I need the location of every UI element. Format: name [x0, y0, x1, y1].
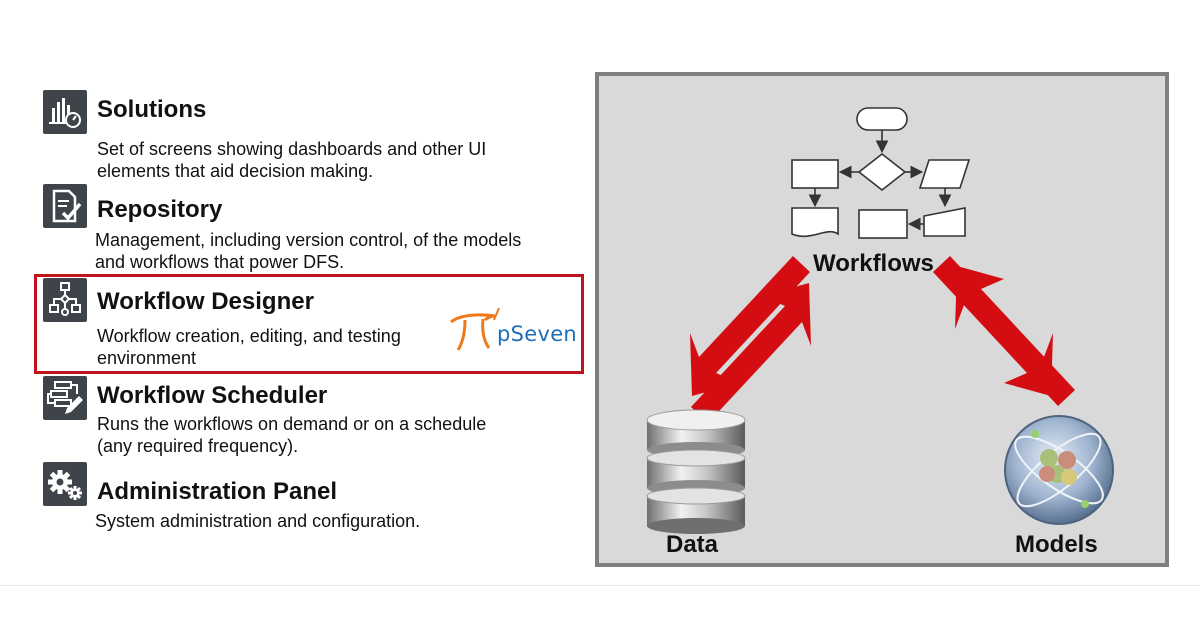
desc-line: and workflows that power DFS.: [95, 252, 345, 272]
diagram-graphics: [646, 107, 1114, 534]
desc-line: System administration and configuration.: [95, 511, 421, 531]
item-description: System administration and configuration.: [95, 510, 575, 532]
highlight-box: [34, 274, 584, 374]
desc-line: (any required frequency).: [97, 436, 299, 456]
workflows-label: Workflows: [813, 250, 934, 277]
desc-line: environment: [97, 348, 197, 368]
gears-icon: [43, 462, 87, 506]
item-description: Set of screens showing dashboards and ot…: [97, 138, 577, 182]
desc-line: Management, including version control, o…: [95, 230, 522, 250]
desc-line: elements that aid decision making.: [97, 161, 374, 181]
item-title: Administration Panel: [97, 478, 338, 505]
bottom-divider: [0, 585, 1200, 586]
schedule-edit-icon: [43, 376, 87, 420]
pseven-logo-text: pSeven: [497, 322, 578, 346]
chart-gauge-icon: [43, 90, 87, 134]
desc-line: Runs the workflows on demand or on a sch…: [97, 414, 487, 434]
desc-line: Set of screens showing dashboards and ot…: [97, 139, 487, 159]
item-title: Solutions: [97, 96, 207, 123]
item-description: Management, including version control, o…: [95, 229, 595, 273]
pi-symbol-icon: [450, 307, 500, 351]
double-arrow-left: [690, 256, 811, 423]
workflow-nodes-icon: [43, 278, 87, 322]
models-label: Models: [1015, 531, 1098, 558]
item-title: Repository: [97, 196, 223, 223]
item-description: Workflow creation, editing, and testing …: [97, 325, 577, 369]
atom-icon: [1004, 415, 1114, 525]
item-description: Runs the workflows on demand or on a sch…: [97, 413, 577, 457]
data-label: Data: [666, 531, 719, 558]
document-check-icon: [43, 184, 87, 228]
item-title: Workflow Designer: [97, 288, 314, 315]
pseven-logo: pSeven: [447, 307, 578, 354]
flowchart-icon: [791, 107, 971, 239]
item-title: Workflow Scheduler: [97, 382, 328, 409]
diagram-panel: Workflows Data Models: [595, 72, 1169, 567]
double-arrow-right: [933, 256, 1075, 406]
desc-line: Workflow creation, editing, and testing: [97, 326, 401, 346]
database-icon: [646, 409, 746, 534]
